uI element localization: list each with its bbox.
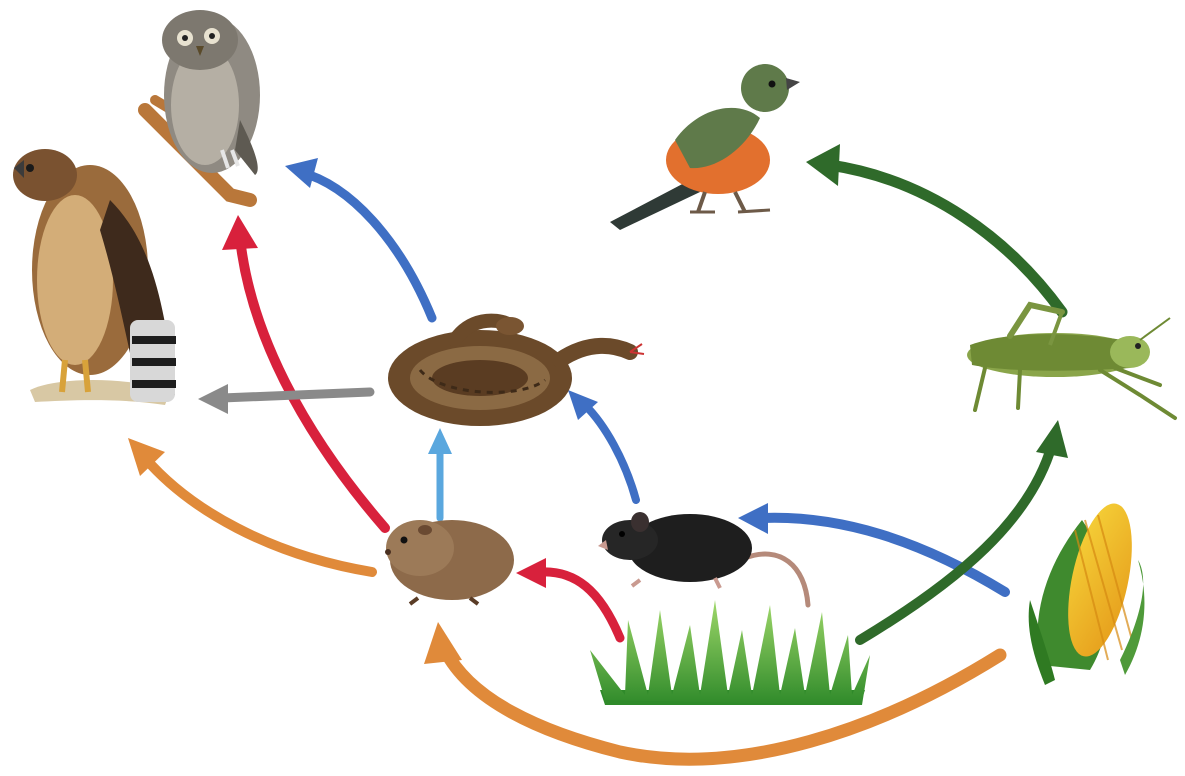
rat-icon [598,512,808,605]
arrow-vole-to-owl [222,215,385,528]
arrow-grass-to-grasshopper [860,420,1068,640]
owl-icon [145,10,260,200]
corn-icon [1029,498,1145,685]
grass-icon [590,600,870,705]
grasshopper-icon [967,305,1175,418]
vole-icon [385,520,514,604]
arrow-rat-to-snake [568,390,636,500]
arrow-vole-to-snake [428,428,452,518]
arrow-snake-to-owl [285,158,432,318]
arrow-grass-to-vole [516,558,620,638]
arrow-corn-to-rat [738,503,1005,592]
arrow-grasshopper-to-songbird [806,144,1062,312]
songbird-icon [610,64,800,230]
hawk-icon [13,149,176,405]
snake-icon [388,317,644,426]
